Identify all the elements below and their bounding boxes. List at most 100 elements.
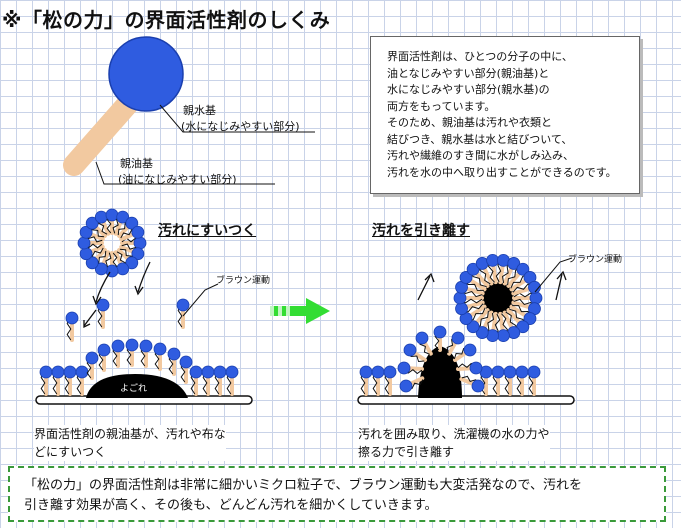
surfactant-head xyxy=(459,271,473,284)
explanation-line: 油となじみやすい部分(親油基)と xyxy=(387,66,550,80)
hydrophilic-leader xyxy=(159,104,315,133)
surfactant-head xyxy=(75,365,89,379)
surfactant-head xyxy=(189,365,203,379)
surfactant-head xyxy=(153,342,167,356)
lipophilic-leader xyxy=(95,161,275,185)
cloth-strip xyxy=(357,395,575,405)
surfactant-head xyxy=(94,262,108,276)
surfactant-head xyxy=(455,302,468,316)
lipophilic-label: 親油基 xyxy=(120,157,153,170)
page-title: ※「松の力」の界面活性剤のしくみ xyxy=(2,8,331,32)
surfactant-head xyxy=(167,347,181,361)
surfactant-head xyxy=(507,257,521,270)
surfactant-head xyxy=(433,325,447,339)
brownian-leader-right xyxy=(534,257,573,293)
explanation-line: そのため、親油基は汚れや衣類と xyxy=(387,116,552,129)
surfactant-head xyxy=(528,280,541,294)
micelle-left xyxy=(77,208,147,278)
surfactant-head xyxy=(397,361,411,375)
surfactant-head xyxy=(97,343,111,357)
motion-arrow xyxy=(83,309,97,327)
surfactant-head xyxy=(466,262,480,276)
step1-caption: 界面活性剤の親油基が、汚れや布な どにすいつく xyxy=(34,425,226,461)
step2-caption-line: 汚れを囲み取り、洗濯機の水の力や xyxy=(358,427,550,441)
motion-arrow xyxy=(137,261,151,293)
surfactant-head xyxy=(529,291,543,305)
step2-heading: 汚れを引き離す xyxy=(372,223,470,239)
surfactant-head xyxy=(51,365,65,379)
hydrophilic-head xyxy=(108,36,184,112)
explanation-line: 両方をもっています。 xyxy=(387,99,496,113)
green-arrow xyxy=(270,298,330,324)
surfactant-head xyxy=(503,365,517,379)
surfactant-head xyxy=(463,343,477,357)
step1-heading: 汚れにすいつく xyxy=(158,223,257,239)
surfactant-head xyxy=(486,253,499,267)
brownian-label-right: ブラウン運動 xyxy=(568,255,623,265)
surfactant-head xyxy=(471,379,485,393)
dirt-mound xyxy=(86,374,188,398)
surfactant-head xyxy=(63,365,77,379)
surfactant-head xyxy=(111,339,125,353)
surfactant-head xyxy=(466,320,480,334)
summary-line: 「松の力」の界面活性剤は非常に細かいミクロ粒子で、ブラウン運動も大変活発なので、… xyxy=(24,478,582,493)
surfactant-head xyxy=(399,379,413,393)
surfactant-head xyxy=(523,312,537,325)
surfactant-head xyxy=(213,365,227,379)
lipophilic-tail xyxy=(63,87,144,176)
surfactant-head xyxy=(469,361,483,375)
surfactant-head xyxy=(527,365,541,379)
surfactant-head xyxy=(131,247,145,261)
explanation-box: 界面活性剤は、ひとつの分子の中に、 油となじみやすい部分(親油基)と 水になじみ… xyxy=(370,36,640,194)
explanation-line: 汚れや繊維のすき間に水がしみ込み、 xyxy=(387,149,574,162)
dirt-lifted xyxy=(418,346,462,398)
lift-arrow xyxy=(417,275,431,301)
surfactant-head xyxy=(453,291,467,305)
cloth-right xyxy=(357,325,575,405)
lift-arrow xyxy=(555,273,563,301)
micelle-right xyxy=(453,253,543,343)
surfactant-head xyxy=(497,329,510,343)
cloth-left xyxy=(35,338,253,405)
surfactant-head xyxy=(225,365,239,379)
brownian-label-left: ブラウン運動 xyxy=(216,276,271,286)
hydrophilic-label: 親水基 xyxy=(183,104,216,117)
surfactant-head xyxy=(359,365,373,379)
explanation-line: 汚れを水の中へ取り出すことができるのです。 xyxy=(387,165,617,179)
step2-caption: 汚れを囲み取り、洗濯機の水の力や 擦る力で引き離す xyxy=(358,425,550,461)
surfactant-head xyxy=(125,338,139,352)
floating-molecules-left xyxy=(65,298,190,342)
brownian-leader-left xyxy=(182,283,219,317)
step2-caption-line: 擦る力で引き離す xyxy=(358,445,455,459)
surfactant-head xyxy=(516,262,530,276)
summary-box: 「松の力」の界面活性剤は非常に細かいミクロ粒子で、ブラウン運動も大変活発なので、… xyxy=(8,466,666,522)
surfactant-head xyxy=(139,339,153,353)
explanation-line: 結びつき、親水基は水と結びついて、 xyxy=(387,132,573,146)
hydrophilic-desc: (水になじみやすい部分) xyxy=(181,120,300,133)
lipophilic-desc: (油になじみやすい部分) xyxy=(118,173,237,186)
surfactant-head xyxy=(65,311,79,325)
surfactant-head xyxy=(371,365,385,379)
surfactant-head xyxy=(491,365,505,379)
surfactant-head xyxy=(383,365,397,379)
surfactant-head xyxy=(131,225,145,239)
surfactant-head xyxy=(179,355,193,369)
surfactant-head xyxy=(116,210,130,224)
dirt-particle xyxy=(482,282,514,314)
surfactant-head xyxy=(176,298,190,312)
surfactant-head xyxy=(39,365,53,379)
surfactant-head xyxy=(403,343,417,357)
summary-line: 引き離す効果が高く、その後も、どんどん汚れを細かくしていきます。 xyxy=(24,498,438,513)
surfactant-head xyxy=(475,326,489,339)
surfactant-head xyxy=(516,320,530,334)
motion-arrow xyxy=(95,271,111,303)
surfactant-head xyxy=(85,351,99,365)
step1-caption-line: 界面活性剤の親油基が、汚れや布な xyxy=(34,427,226,441)
surfactant-head xyxy=(79,225,93,239)
surfactant-head xyxy=(201,365,215,379)
surfactant-head xyxy=(451,331,465,345)
surfactant-head xyxy=(515,365,529,379)
surfactant-head xyxy=(79,247,93,261)
surfactant-head xyxy=(96,298,110,312)
